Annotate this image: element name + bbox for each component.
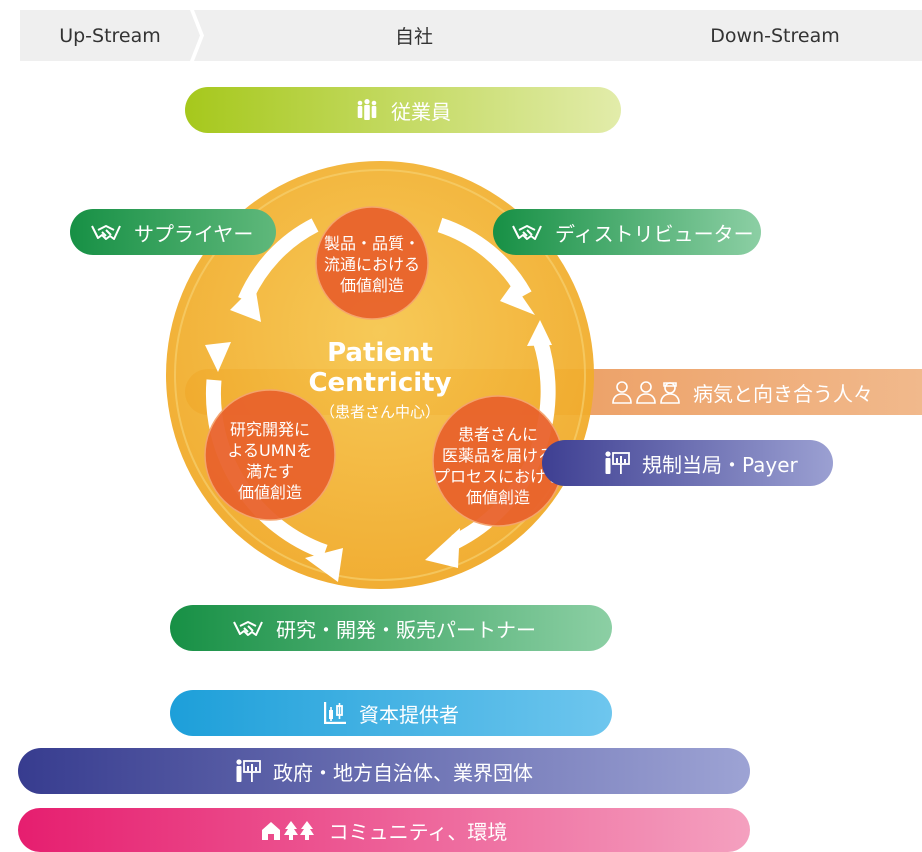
center-title-line2: Centricity: [308, 368, 452, 398]
handshake-icon: [511, 220, 543, 244]
value-circle-right: 患者さんに 医薬品を届ける プロセスにおける 価値創造: [433, 425, 562, 507]
value-circles: [204, 206, 564, 527]
center-subtitle: （患者さん中心）: [319, 403, 440, 421]
handshake-icon: [232, 616, 264, 640]
distributors-label: ディストリビューター: [555, 221, 754, 246]
patients-label: 病気と向き合う人々: [693, 381, 873, 406]
company-chevron: 自社: [194, 10, 634, 61]
employees-band: 従業員: [185, 87, 621, 133]
suppliers-label: サプライヤー: [134, 221, 254, 246]
regulators-label: 規制当局・Payer: [642, 452, 798, 477]
distributors-band: ディストリビューター: [493, 209, 761, 255]
employees-label: 従業員: [391, 99, 451, 124]
suppliers-band: サプライヤー: [70, 209, 276, 255]
upstream-chevron: Up-Stream: [20, 10, 200, 61]
value-circle-top: 製品・品質・ 流通における 価値創造: [323, 234, 420, 295]
presenter-icon: [604, 450, 630, 476]
handshake-icon: [90, 220, 122, 244]
capital-band: 資本提供者: [170, 690, 612, 736]
community-label: コミュニティ、環境: [328, 819, 508, 844]
presenter-icon: [235, 758, 261, 784]
capital-label: 資本提供者: [359, 702, 459, 727]
value-circle-left: 研究開発に よるUMNを 満たす 価値創造: [227, 420, 313, 502]
chart-icon: [323, 701, 347, 725]
people-group-icon: [355, 98, 379, 122]
house-trees-icon: [261, 819, 317, 841]
upstream-label: Up-Stream: [59, 24, 161, 47]
regulators-band: 規制当局・Payer: [542, 440, 833, 486]
partners-band: 研究・開発・販売パートナー: [170, 605, 612, 651]
partners-label: 研究・開発・販売パートナー: [276, 617, 536, 642]
company-label: 自社: [394, 26, 433, 48]
center-title-line1: Patient: [327, 338, 433, 368]
patients-icon: [611, 380, 681, 404]
downstream-label: Down-Stream: [710, 24, 840, 47]
government-label: 政府・地方自治体、業界団体: [273, 760, 533, 785]
community-band: コミュニティ、環境: [18, 808, 750, 852]
center-title: Patient Centricity: [290, 338, 470, 398]
government-band: 政府・地方自治体、業界団体: [18, 748, 750, 794]
downstream-chevron: Down-Stream: [618, 10, 922, 61]
